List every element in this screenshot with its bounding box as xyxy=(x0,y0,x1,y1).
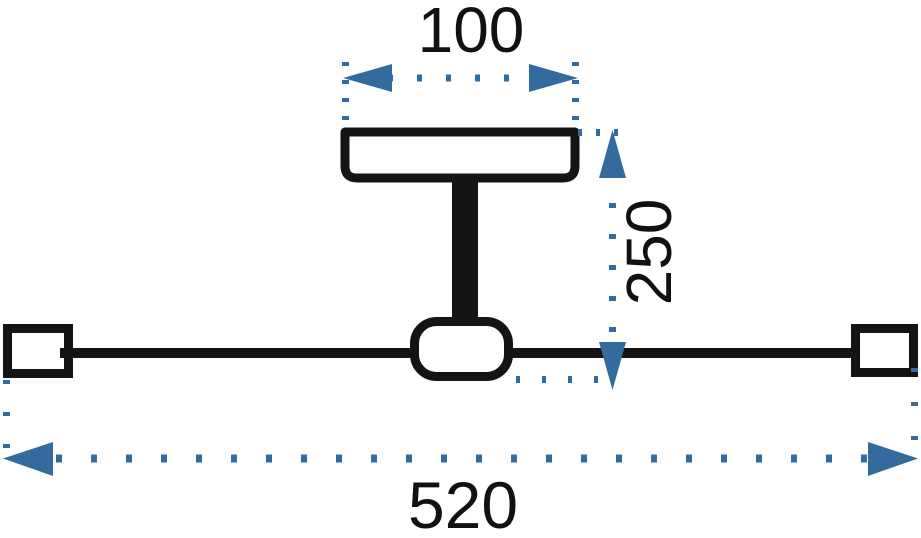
arrowhead-right-520 xyxy=(868,442,918,476)
arrowhead-right-100 xyxy=(529,64,578,92)
arrowhead-left-100 xyxy=(343,64,392,92)
dimension-label-520: 520 xyxy=(408,468,518,538)
arrowhead-top-250 xyxy=(599,130,626,178)
stem xyxy=(452,174,478,324)
arrowhead-bottom-250 xyxy=(599,342,626,390)
arrowhead-left-520 xyxy=(3,442,53,476)
right-arm xyxy=(506,348,858,358)
left-shade xyxy=(3,324,73,378)
ceiling-plate xyxy=(340,127,580,183)
dimension-520-group: 520 xyxy=(3,368,918,538)
center-hub xyxy=(410,317,513,381)
dimension-label-250: 250 xyxy=(613,199,685,306)
dimension-250-group: 250 xyxy=(516,129,685,390)
dimension-label-100: 100 xyxy=(418,0,525,66)
right-shade xyxy=(851,324,918,377)
dimension-100-group: 100 xyxy=(342,0,579,132)
left-arm xyxy=(60,348,416,358)
